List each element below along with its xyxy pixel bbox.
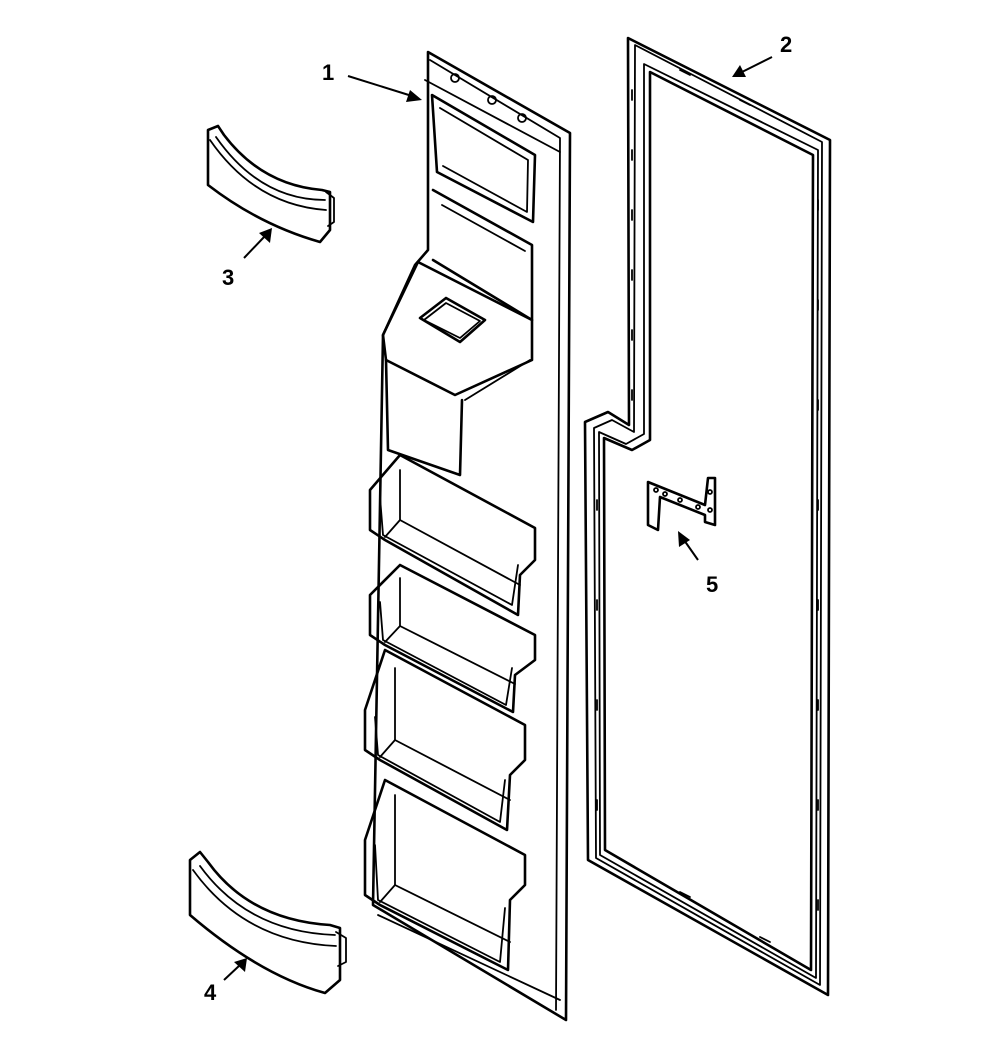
callout-2: 2 bbox=[732, 32, 792, 77]
callout-3: 3 bbox=[222, 228, 272, 290]
callout-label-1: 1 bbox=[322, 60, 334, 85]
door-gasket bbox=[583, 36, 832, 997]
door-liner bbox=[363, 50, 572, 1022]
lower-handle-trim bbox=[188, 850, 347, 995]
callout-label-3: 3 bbox=[222, 265, 234, 290]
door-shelf bbox=[368, 563, 537, 714]
hinge-bracket bbox=[646, 476, 717, 532]
door-shelf bbox=[363, 648, 527, 832]
callout-1: 1 bbox=[322, 60, 422, 102]
callout-label-4: 4 bbox=[204, 980, 217, 1005]
upper-handle-trim bbox=[206, 124, 335, 244]
callout-5: 5 bbox=[678, 531, 718, 597]
callout-label-5: 5 bbox=[706, 572, 718, 597]
door-shelf bbox=[368, 453, 537, 617]
callout-4: 4 bbox=[204, 958, 247, 1005]
callout-label-2: 2 bbox=[780, 32, 792, 57]
door-shelf bbox=[363, 778, 527, 972]
